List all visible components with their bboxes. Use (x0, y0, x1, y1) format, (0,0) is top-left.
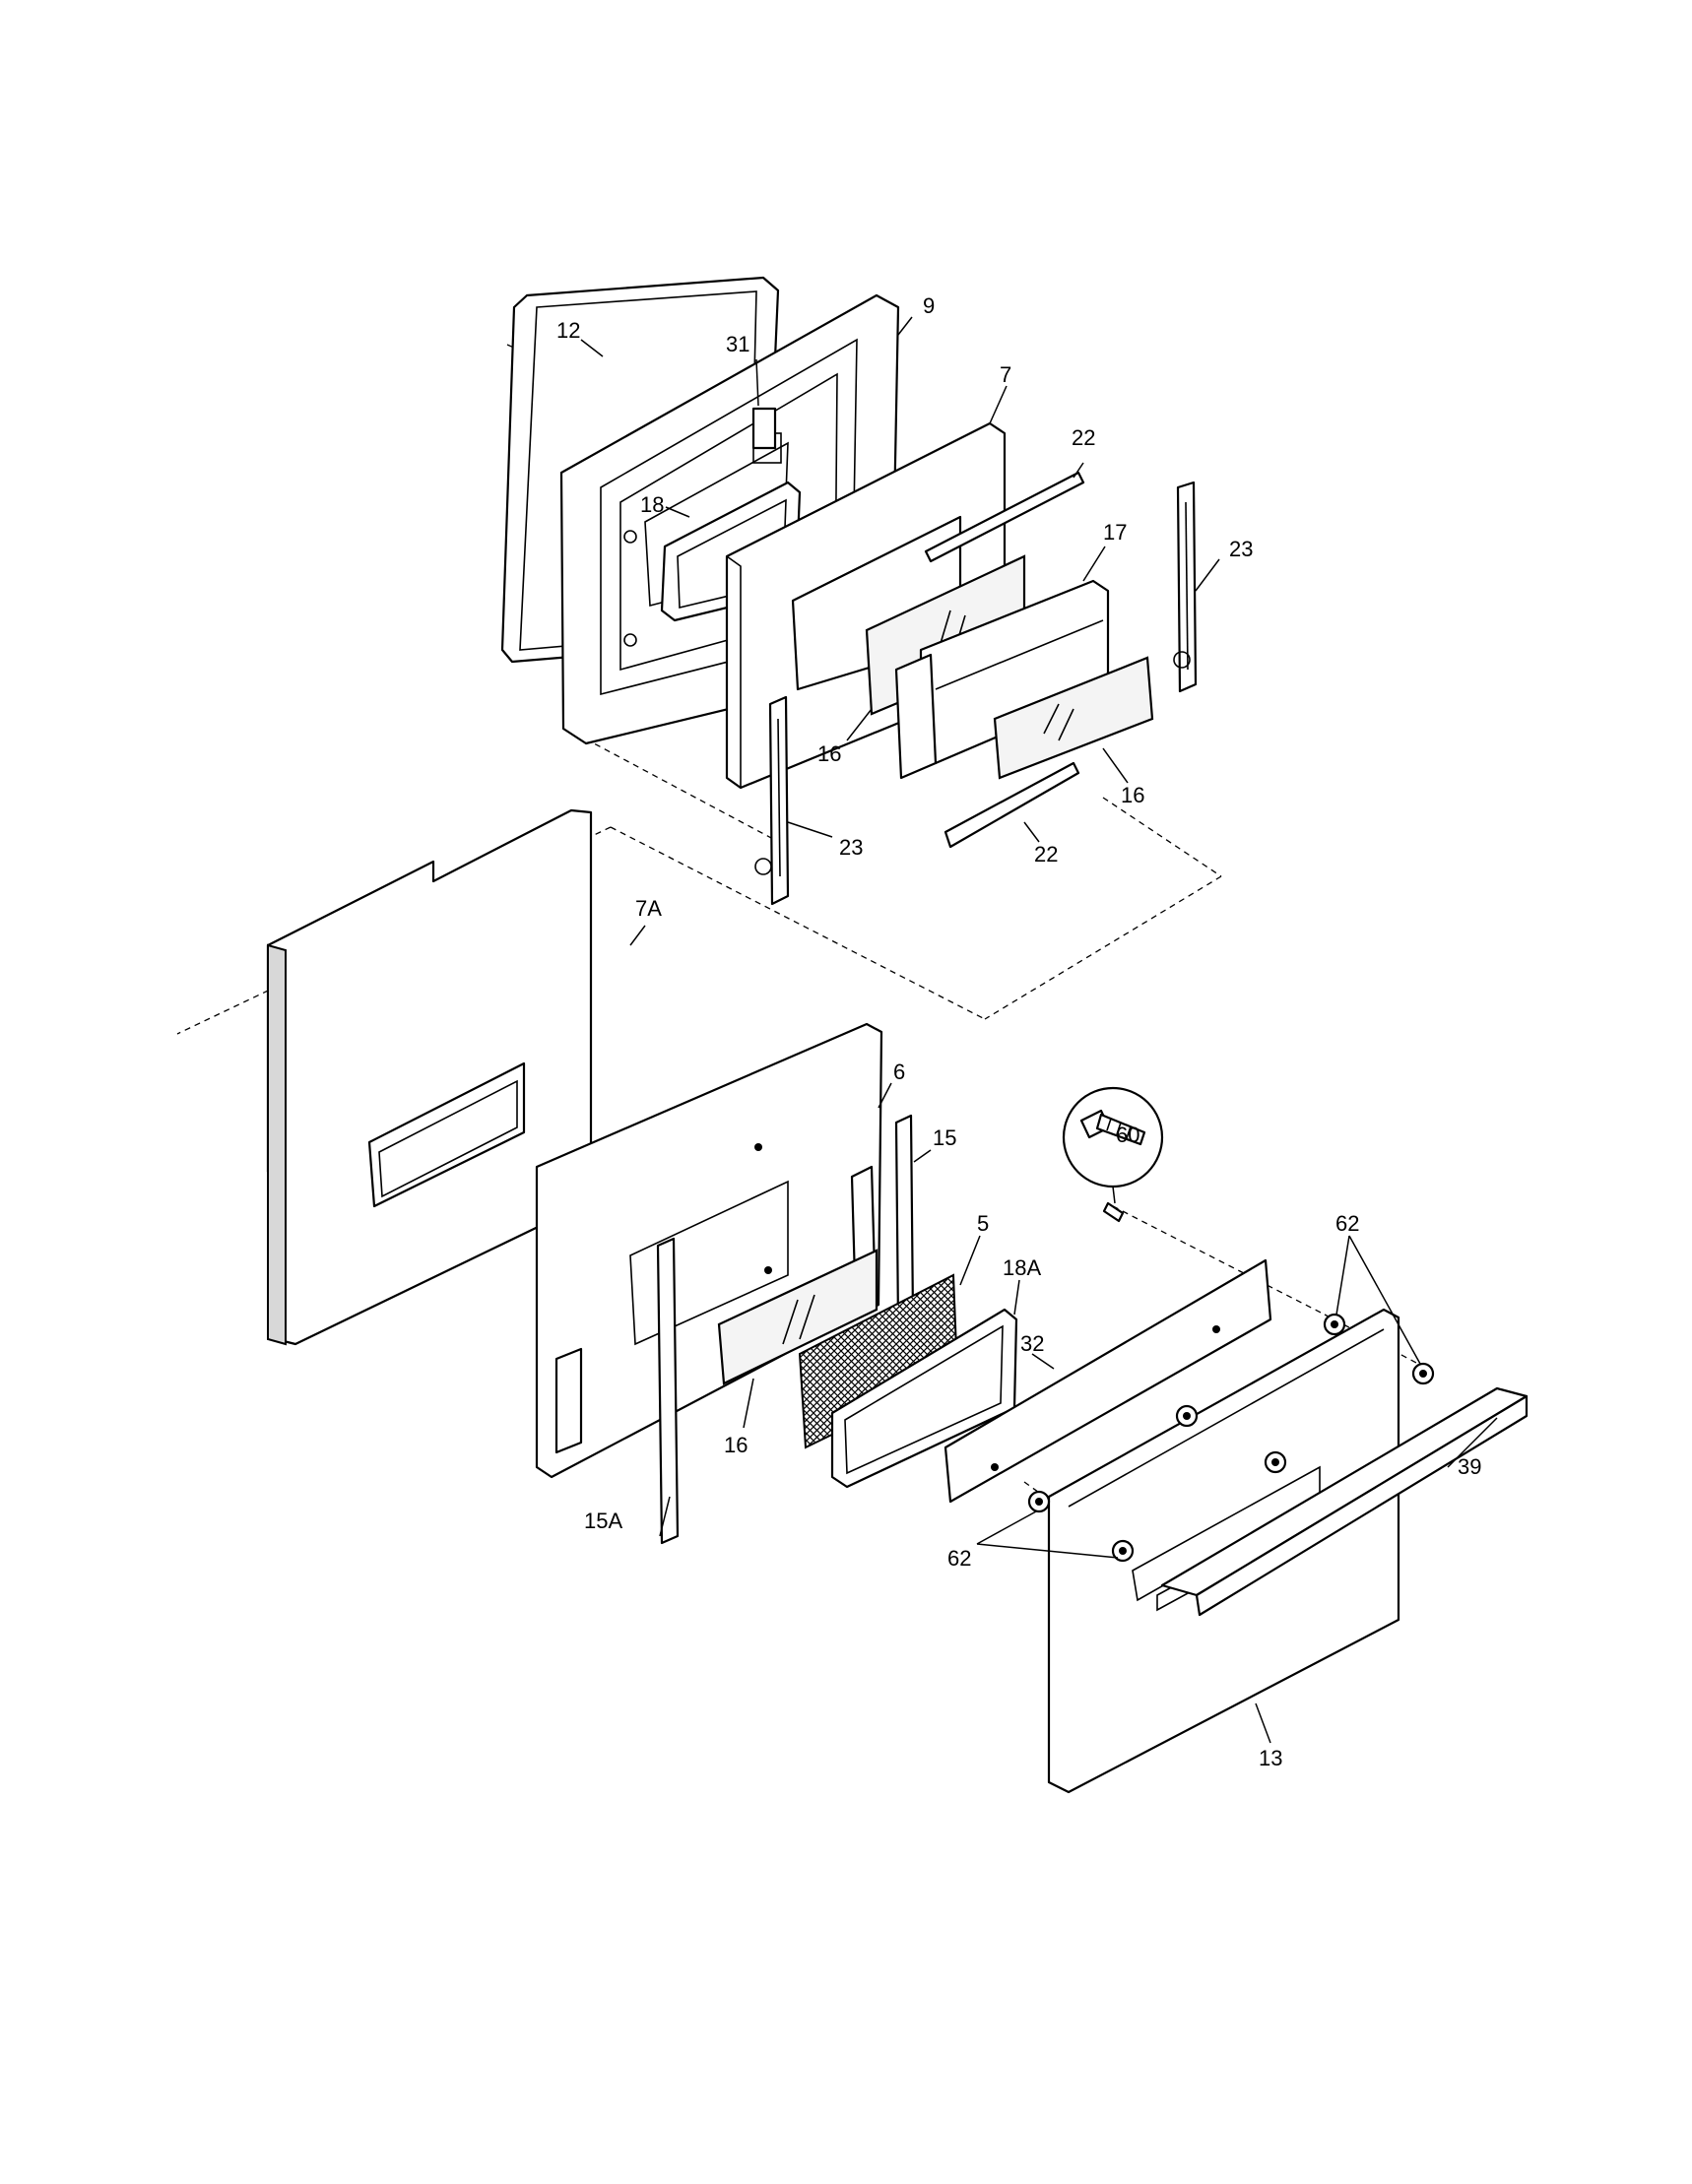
callout-22-upper: 22 (1072, 425, 1095, 450)
part-62-spacers (1027, 1313, 1435, 1563)
part-23-hinge-right (1173, 481, 1198, 693)
callout-9: 9 (923, 293, 935, 318)
callout-16-lower: 16 (1121, 783, 1144, 807)
callout-23-right: 23 (1229, 537, 1253, 561)
leader-lines (580, 316, 1498, 1744)
callout-13: 13 (1259, 1746, 1282, 1770)
callout-5: 5 (977, 1211, 989, 1236)
callout-7A: 7A (635, 896, 662, 921)
callout-17: 17 (1103, 520, 1127, 545)
callout-6: 6 (893, 1060, 905, 1084)
part-17-glass-channel (894, 579, 1110, 780)
part-16-glass-lower (993, 656, 1154, 780)
callout-15A: 15A (584, 1509, 622, 1533)
callout-18: 18 (640, 492, 664, 517)
callout-labels: 12 31 9 7 22 18 17 23 16 16 23 22 7A 6 6… (556, 293, 1481, 1770)
callout-15: 15 (933, 1125, 956, 1150)
part-15A-side-channel (656, 1237, 680, 1545)
callout-62-upper: 62 (1335, 1211, 1359, 1236)
callout-16-middle: 16 (724, 1433, 748, 1457)
part-22-lower-rail (944, 761, 1080, 849)
part-22-upper-rail (924, 471, 1085, 563)
callout-62-lower: 62 (947, 1546, 971, 1571)
part-39-handle (1160, 1386, 1529, 1617)
callout-16-upper: 16 (817, 741, 841, 766)
part-16-glass-middle (717, 1249, 879, 1385)
callout-12: 12 (556, 318, 580, 343)
callout-31: 31 (726, 332, 749, 356)
part-23-hinge-left (754, 695, 790, 906)
part-32-bracket (944, 1258, 1272, 1504)
callout-60: 60 (1116, 1123, 1139, 1147)
part-7A-outer-insulation (266, 808, 593, 1346)
part-60-screw-detail (1062, 1086, 1164, 1223)
part-6-inner-door-panel (535, 1022, 883, 1479)
callout-22-lower: 22 (1034, 842, 1058, 867)
part-31-bracket (751, 407, 777, 450)
callout-7: 7 (1000, 362, 1011, 387)
callout-18A: 18A (1003, 1255, 1041, 1280)
callout-23-left: 23 (839, 835, 863, 860)
callout-39: 39 (1458, 1454, 1481, 1479)
callout-32: 32 (1020, 1331, 1044, 1356)
